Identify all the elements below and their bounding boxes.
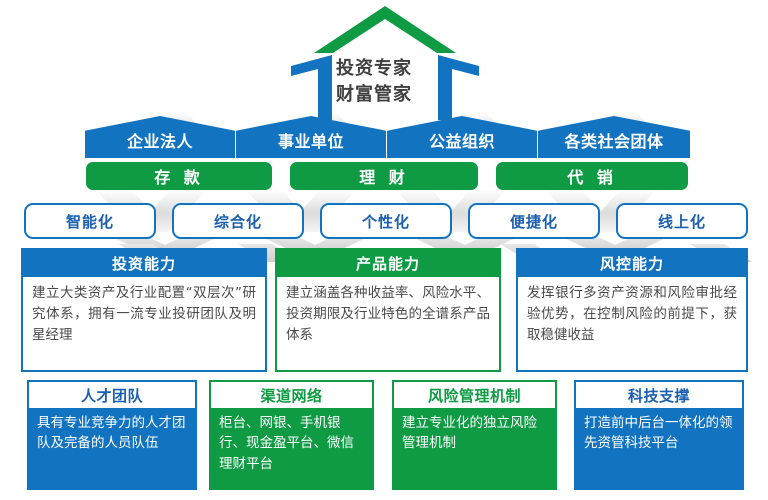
roof-bracket-left-blue xyxy=(291,55,332,121)
foundation-card-technology[interactable]: 科技支撑 打造前中后台一体化的领先资管科技平台 xyxy=(574,380,744,490)
attribute-chip-4[interactable]: 线上化 xyxy=(616,203,748,239)
foundation-card-body: 柜台、网银、手机银行、现金盈平台、微信理财平台 xyxy=(219,415,354,472)
attribute-chip-label: 便捷化 xyxy=(509,212,558,231)
attribute-chip-label: 个性化 xyxy=(361,212,410,231)
attribute-chip-label: 线上化 xyxy=(657,212,706,231)
foundation-card-title: 渠道网络 xyxy=(260,386,323,405)
capability-card-header: 风控能力 xyxy=(518,250,746,277)
business-pill-label: 代 销 xyxy=(567,168,617,187)
roof-title-line-2: 财富管家 xyxy=(336,84,412,105)
business-pill-0[interactable]: 存 款 xyxy=(86,162,272,190)
foundation-card-title: 人才团队 xyxy=(80,386,143,405)
foundation-card-body: 打造前中后台一体化的领先资管科技平台 xyxy=(584,415,733,452)
capability-card-title: 投资能力 xyxy=(111,255,176,273)
foundation-card-body: 具有专业竞争力的人才团队及完备的人员队伍 xyxy=(37,415,186,452)
client-banner-label: 事业单位 xyxy=(277,132,344,151)
roof-gable-green xyxy=(314,6,456,53)
business-pill-label: 存 款 xyxy=(154,168,204,187)
business-pill-label: 理 财 xyxy=(359,168,409,187)
attribute-chip-label: 智能化 xyxy=(65,212,114,231)
roof-group: 投资专家 财富管家 xyxy=(0,0,768,121)
roof-shapes xyxy=(291,6,479,121)
capability-card-investment[interactable]: 投资能力 建立大类资产及行业配置“双层次”研究体系，拥有一流专业投研团队及明星经… xyxy=(21,248,267,372)
business-pill-1[interactable]: 理 财 xyxy=(290,162,478,190)
client-banner-1[interactable]: 事业单位 xyxy=(236,116,386,158)
capability-card-title: 风控能力 xyxy=(599,255,664,273)
capability-card-body: 建立大类资产及行业配置“双层次”研究体系，拥有一流专业投研团队及明星经理 xyxy=(32,285,256,343)
client-banner-label: 企业法人 xyxy=(126,132,193,151)
client-banner-2[interactable]: 公益组织 xyxy=(387,116,537,158)
capability-card-body: 发挥银行多资产资源和风险审批经验优势，在控制风险的前提下，获取稳健收益 xyxy=(527,285,737,343)
attribute-chip-1[interactable]: 综合化 xyxy=(172,203,304,239)
foundation-card-header: 渠道网络 xyxy=(211,382,372,408)
roof-title: 投资专家 财富管家 xyxy=(336,52,456,112)
client-banner-label: 公益组织 xyxy=(428,132,495,151)
attribute-chip-3[interactable]: 便捷化 xyxy=(468,203,600,239)
roof-title-line-1: 投资专家 xyxy=(336,57,412,79)
client-banner-label: 各类社会团体 xyxy=(564,132,664,151)
capability-card-riskcontrol[interactable]: 风控能力 发挥银行多资产资源和风险审批经验优势，在控制风险的前提下，获取稳健收益 xyxy=(516,248,748,372)
foundation-card-header: 风险管理机制 xyxy=(394,382,555,408)
attribute-chip-2[interactable]: 个性化 xyxy=(320,203,452,239)
foundation-card-title: 风险管理机制 xyxy=(427,386,521,405)
foundation-card-riskmanagement[interactable]: 风险管理机制 建立专业化的独立风险管理机制 xyxy=(392,380,557,490)
foundation-card-header: 人才团队 xyxy=(29,382,195,408)
capability-card-header: 投资能力 xyxy=(23,250,265,277)
foundation-card-talent[interactable]: 人才团队 具有专业竞争力的人才团队及完备的人员队伍 xyxy=(27,380,197,490)
attribute-chip-label: 综合化 xyxy=(213,212,262,231)
capability-card-header: 产品能力 xyxy=(277,250,499,277)
capability-card-body: 建立涵盖各种收益率、风险水平、投资期限及行业特色的全谱系产品体系 xyxy=(286,285,490,343)
capability-card-title: 产品能力 xyxy=(355,255,420,273)
roof-bracket-right-blue xyxy=(438,55,479,121)
business-pill-2[interactable]: 代 销 xyxy=(496,162,688,190)
foundation-card-header: 科技支撑 xyxy=(576,382,742,408)
foundation-card-title: 科技支撑 xyxy=(627,386,690,405)
capability-card-product[interactable]: 产品能力 建立涵盖各种收益率、风险水平、投资期限及行业特色的全谱系产品体系 xyxy=(275,248,501,372)
client-banner-3[interactable]: 各类社会团体 xyxy=(538,116,690,158)
client-banner-0[interactable]: 企业法人 xyxy=(85,116,235,158)
foundation-card-body: 建立专业化的独立风险管理机制 xyxy=(402,415,537,452)
foundation-card-channel[interactable]: 渠道网络 柜台、网银、手机银行、现金盈平台、微信理财平台 xyxy=(209,380,374,490)
attribute-chip-0[interactable]: 智能化 xyxy=(24,203,156,239)
